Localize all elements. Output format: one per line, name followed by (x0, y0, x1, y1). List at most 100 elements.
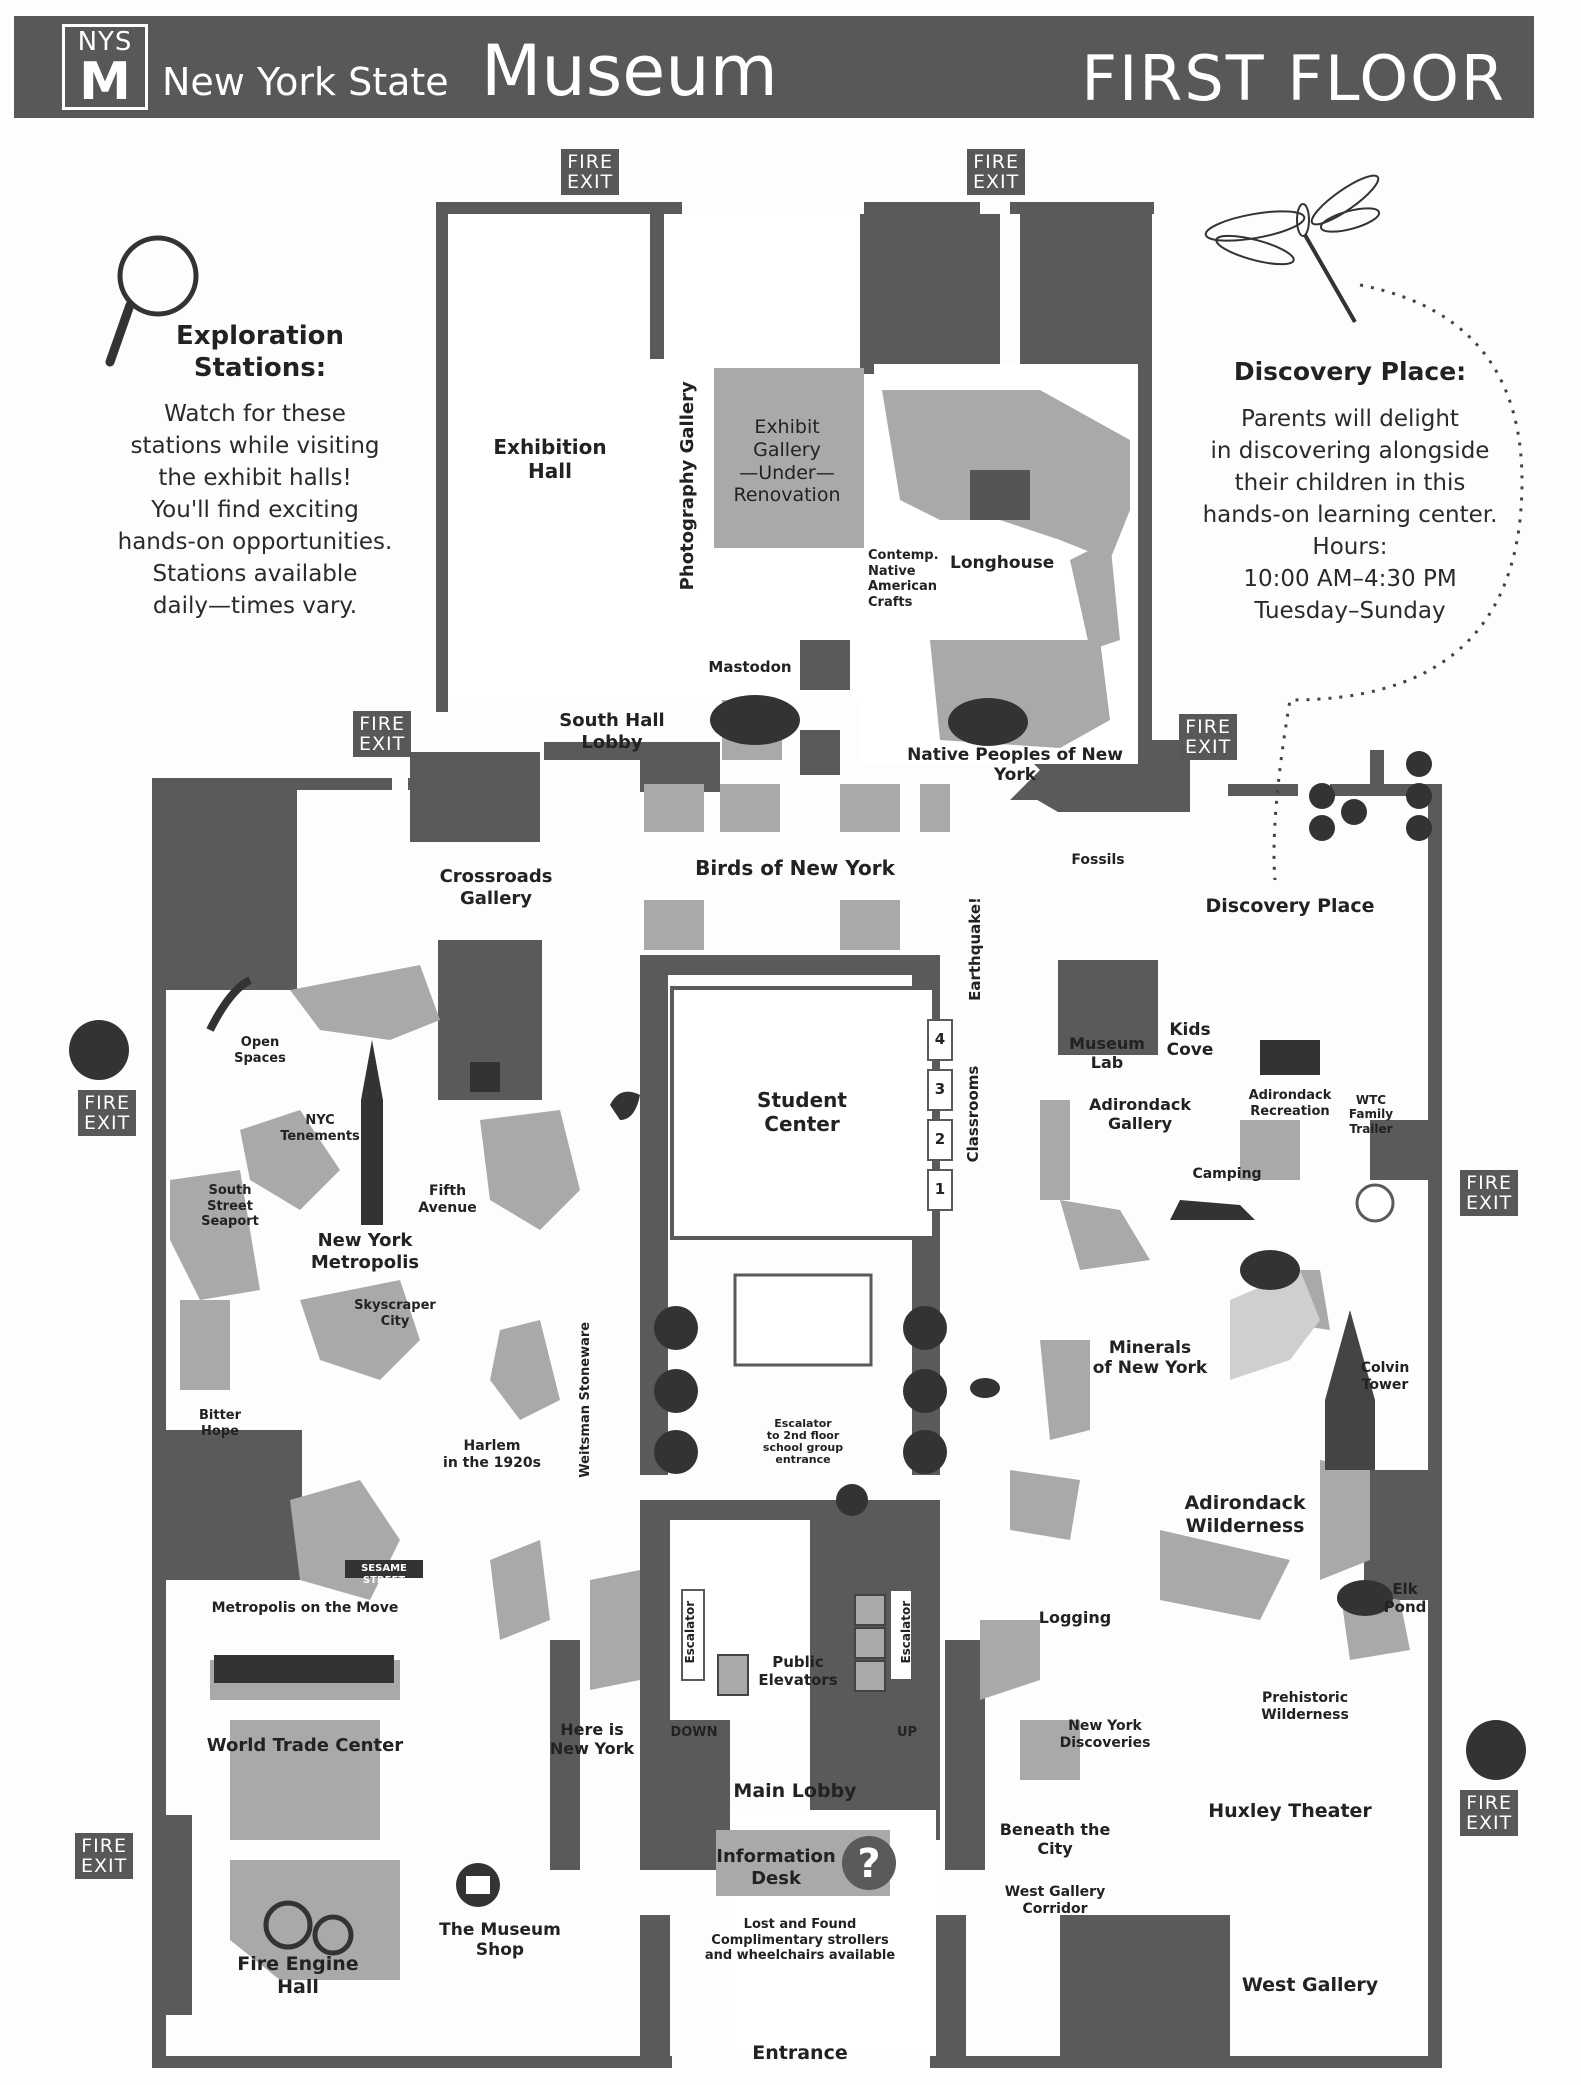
gazebo-icon (470, 1062, 500, 1092)
info-desk-icon-bg (842, 1836, 896, 1890)
question-icon: ? (857, 1841, 880, 1887)
longhouse-label: Longhouse (950, 553, 1055, 573)
canoe-icon (1170, 1200, 1255, 1220)
nysm-logo: NYS M (62, 24, 148, 110)
outer-walls (152, 202, 1442, 2068)
west-gallery-label: West Gallery (1241, 1974, 1379, 1996)
escalator-down-icon (681, 1589, 705, 1681)
native-peoples-label: Native Peoples of New York (907, 745, 1123, 786)
logo-m: M (79, 52, 131, 112)
discovery-title: Discovery Place: (1233, 357, 1467, 386)
up-label: UP (896, 1725, 918, 1740)
colvin-tower-icon (1325, 1310, 1375, 1470)
logo-top-text: NYS (77, 27, 133, 57)
floor-title: FIRST FLOOR (1081, 42, 1506, 115)
dragonfly-icon (1204, 174, 1381, 323)
weitsman-label: Weitsman Stoneware (578, 1321, 594, 1478)
classroom-4: 4 (934, 1030, 946, 1048)
west-gallery-corridor-label: West Gallery Corridor (1004, 1884, 1106, 1917)
boat-icon (610, 1091, 640, 1120)
elk-icon (1337, 1580, 1393, 1616)
fire-engine-icon (263, 1900, 313, 1950)
classroom-3: 3 (934, 1080, 946, 1098)
fossils-label: Fossils (1071, 852, 1125, 868)
escalator-up-label: Escalator (898, 1600, 913, 1664)
classrooms-label: Classrooms (964, 1065, 982, 1163)
metropolis-move-label: Metropolis on the Move (211, 1600, 399, 1616)
huxley-theater-label: Huxley Theater (1208, 1800, 1372, 1822)
discovery-place-label: Discovery Place (1205, 895, 1375, 917)
mastodon-label: Mastodon (708, 658, 792, 676)
photography-gallery-label: Photography Gallery (677, 381, 699, 591)
moose-icon (1240, 1250, 1300, 1290)
classroom-2: 2 (934, 1130, 946, 1148)
mammoth-icon (948, 698, 1028, 746)
elevator-icon (717, 1654, 749, 1696)
sesame-street-sign: SESAME STREET (361, 1563, 407, 1586)
empire-state-icon (361, 1040, 383, 1225)
main-lobby-label: Main Lobby (733, 1780, 857, 1802)
escalator-up-icon (889, 1589, 913, 1681)
earthquake-label: Earthquake! (966, 897, 984, 1001)
deer-icon (970, 1378, 1000, 1398)
student-center-block (670, 986, 953, 1367)
sesame-sign-bg (345, 1560, 423, 1578)
org-name: New York State (162, 60, 449, 104)
car-icon (1260, 1040, 1320, 1075)
escalator-down-label: Escalator (682, 1600, 697, 1664)
down-label: DOWN (670, 1725, 718, 1740)
lizard-icon (206, 976, 252, 1032)
birds-label: Birds of New York (695, 856, 895, 880)
mastodon-icon (710, 695, 800, 745)
beneath-the-city-label: Beneath the City (999, 1820, 1111, 1859)
logging-label: Logging (1038, 1608, 1112, 1627)
world-trade-center-label: World Trade Center (206, 1735, 404, 1756)
header-bar: NYS M New York State Museum FIRST FLOOR (14, 16, 1534, 118)
classroom-1: 1 (934, 1180, 946, 1198)
entrance-label[interactable]: Entrance (752, 2042, 848, 2064)
restroom-icons (69, 751, 1526, 1780)
magnifier-icon (105, 235, 199, 367)
longhouse-icon (970, 470, 1030, 520)
